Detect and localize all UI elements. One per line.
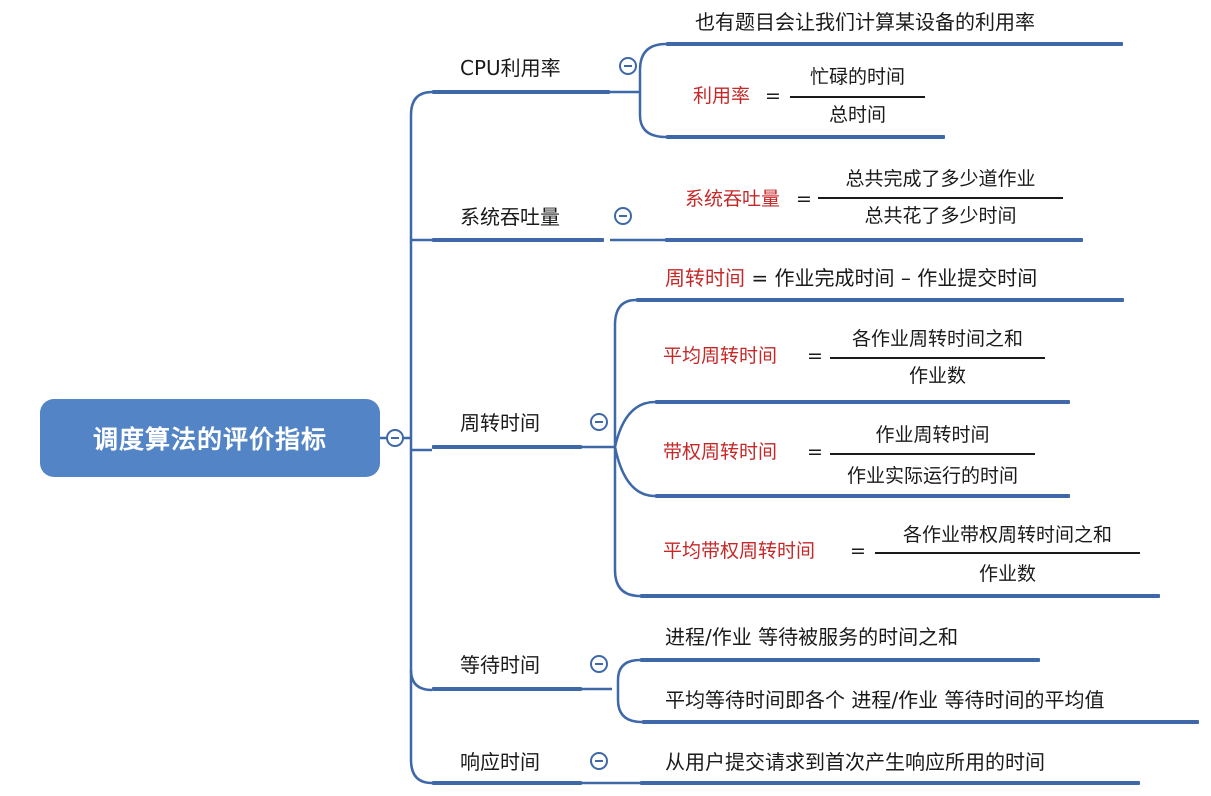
weighted-turnaround-term: 带权周转时间 (663, 441, 778, 463)
avg-weighted-turnaround-denominator: 作业数 (978, 563, 1036, 585)
branch-response-label[interactable]: 响应时间 (460, 750, 540, 774)
cpu-fraction-line (790, 96, 925, 98)
throughput-numerator: 总共完成了多少道作业 (845, 168, 1036, 190)
weighted-turnaround-numerator: 作业周转时间 (875, 424, 990, 446)
throughput-term: 系统吞吐量 (685, 188, 781, 210)
response-definition-underline (640, 781, 1140, 785)
cpu-term: 利用率 (693, 85, 751, 107)
cpu-eq: = (765, 85, 781, 107)
avg-waiting-underline (642, 720, 1199, 724)
throughput-eq: = (796, 188, 812, 210)
cpu-note: 也有题目会让我们计算某设备的利用率 (695, 10, 1035, 34)
branch-waiting-label[interactable]: 等待时间 (460, 653, 540, 677)
turnaround-formula-1: 周转时间 = 作业完成时间 – 作业提交时间 (665, 268, 1037, 288)
throughput-denominator: 总共花了多少时间 (864, 205, 1017, 227)
avg-turnaround-underline (655, 400, 1070, 404)
branch-throughput-label[interactable]: 系统吞吐量 (460, 205, 560, 229)
turnaround-term: 周转时间 (665, 266, 745, 290)
collapse-icon[interactable] (614, 207, 632, 225)
cpu-numerator: 忙碌的时间 (809, 66, 905, 88)
throughput-fraction-line (818, 197, 1063, 199)
avg-turnaround-denominator: 作业数 (908, 365, 966, 387)
waiting-definition: 进程/作业 等待被服务的时间之和 (665, 625, 959, 649)
branch-turnaround-underline (432, 445, 582, 449)
branch-throughput-underline (432, 238, 604, 242)
avg-weighted-turnaround-eq: = (850, 540, 866, 562)
response-definition: 从用户提交请求到首次产生响应所用的时间 (665, 750, 1045, 774)
turnaround-subtree-lines (582, 298, 656, 598)
avg-turnaround-fraction-line (830, 357, 1045, 359)
cpu-note-underline (666, 42, 1123, 46)
branch-cpu-label[interactable]: CPU利用率 (460, 56, 561, 80)
collapse-icon[interactable] (590, 413, 608, 431)
avg-turnaround-numerator: 各作业周转时间之和 (851, 328, 1023, 350)
turnaround-f1-underline (636, 298, 1124, 302)
collapse-icon[interactable] (386, 429, 404, 447)
avg-turnaround-eq: = (807, 345, 823, 367)
avg-weighted-turnaround-term: 平均带权周转时间 (663, 540, 816, 562)
avg-turnaround-term: 平均周转时间 (663, 345, 778, 367)
root-node[interactable]: 调度算法的评价指标 (40, 399, 380, 477)
cpu-subtree-lines (610, 42, 667, 139)
branch-cpu-underline (432, 90, 610, 94)
avg-weighted-turnaround-fraction-line (875, 552, 1140, 554)
waiting-subtree-lines (582, 658, 643, 724)
weighted-turnaround-underline (655, 494, 1070, 498)
avg-waiting-definition: 平均等待时间即各个 进程/作业 等待时间的平均值 (665, 688, 1105, 712)
collapse-icon[interactable] (590, 655, 608, 673)
waiting-definition-underline (640, 658, 1040, 662)
avg-weighted-turnaround-numerator: 各作业带权周转时间之和 (902, 524, 1112, 546)
weighted-turnaround-denominator: 作业实际运行的时间 (846, 465, 1018, 487)
turnaround-definition: = 作业完成时间 – 作业提交时间 (751, 266, 1038, 290)
branch-turnaround-label[interactable]: 周转时间 (460, 411, 540, 435)
avg-weighted-turnaround-underline (640, 594, 1160, 598)
collapse-icon[interactable] (619, 57, 637, 75)
trunk-line (409, 90, 433, 785)
root-label: 调度算法的评价指标 (92, 425, 327, 454)
branch-waiting-underline (432, 687, 582, 691)
cpu-denominator: 总时间 (828, 104, 886, 126)
branch-response-underline (432, 781, 582, 785)
cpu-formula-underline (666, 135, 945, 139)
weighted-turnaround-fraction-line (830, 453, 1035, 455)
weighted-turnaround-eq: = (807, 441, 823, 463)
throughput-formula-underline (665, 238, 1083, 242)
collapse-icon[interactable] (590, 752, 608, 770)
